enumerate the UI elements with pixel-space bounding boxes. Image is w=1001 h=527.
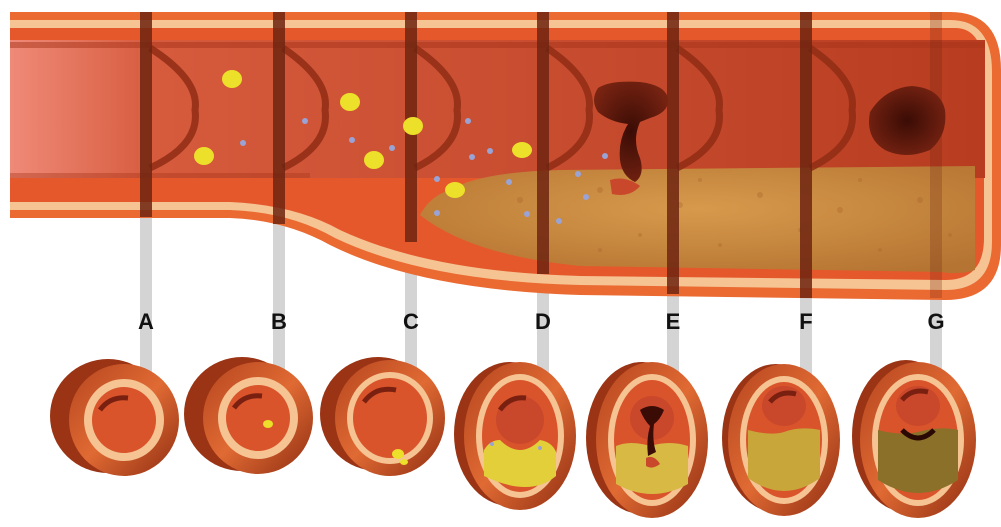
stage-label-d: D xyxy=(528,309,558,335)
stage-label-g: G xyxy=(921,309,951,335)
cross-section-a xyxy=(50,359,179,476)
cross-section-g xyxy=(852,360,976,518)
stage-label-c: C xyxy=(396,309,426,335)
stage-label-b: B xyxy=(264,309,294,335)
stage-label-f: F xyxy=(791,309,821,335)
stage-label-a: A xyxy=(131,309,161,335)
cross-section-b xyxy=(184,357,313,474)
cross-section-d xyxy=(454,362,576,510)
artery-longitudinal xyxy=(10,12,1001,300)
artery-lumen xyxy=(10,40,985,178)
stage-label-e: E xyxy=(658,309,688,335)
cross-section-f xyxy=(722,364,840,516)
cross-section-e xyxy=(586,362,708,518)
cross-section-c xyxy=(320,357,445,476)
